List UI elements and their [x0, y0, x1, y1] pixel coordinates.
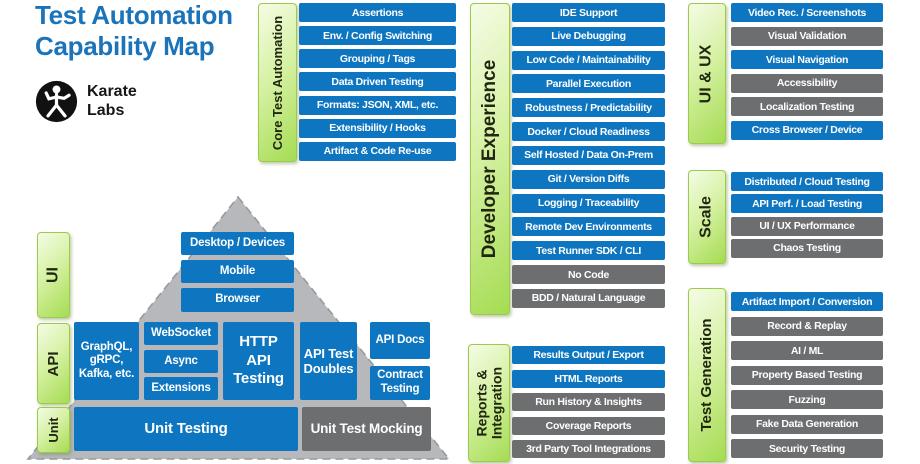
capability-bar: BDD / Natural Language — [512, 288, 665, 308]
capability-bar: No Code — [512, 265, 665, 285]
capability-bar: UI / UX Performance — [731, 216, 883, 236]
capability-bar: Self Hosted / Data On-Prem — [512, 145, 665, 165]
group-label-scale: Scale — [688, 170, 726, 264]
pyramid-label-api: API — [37, 323, 70, 404]
capability-bar: Artifact & Code Re-use — [299, 141, 456, 161]
pyramid-box-websocket: WebSocket — [144, 322, 218, 345]
logo-wordmark: Karate Labs — [87, 83, 137, 120]
capability-bar: API Perf. / Load Testing — [731, 194, 883, 214]
pyramid-box-api-docs: API Docs — [370, 322, 430, 359]
capability-bar: Logging / Traceability — [512, 193, 665, 213]
capability-bar: Remote Dev Environments — [512, 217, 665, 237]
page-title-line1: Test Automation — [35, 0, 233, 30]
capability-bar: Artifact Import / Conversion — [731, 292, 883, 311]
pyramid-box-browser: Browser — [181, 288, 294, 312]
capability-bar: Fake Data Generation — [731, 414, 883, 434]
karate-figure-icon — [35, 80, 78, 123]
capability-bar: AI / ML — [731, 341, 883, 360]
capability-bar: Accessibility — [731, 73, 883, 93]
capability-bar: Low Code / Maintainability — [512, 50, 665, 70]
capability-bar: Coverage Reports — [512, 416, 665, 435]
logo-word-labs: Labs — [87, 101, 125, 119]
logo-word-karate: Karate — [87, 83, 137, 101]
group-scale: Distributed / Cloud Testing API Perf. / … — [731, 172, 883, 258]
capability-bar: Live Debugging — [512, 26, 665, 46]
capability-bar: Localization Testing — [731, 97, 883, 117]
capability-bar: Formats: JSON, XML, etc. — [299, 95, 456, 115]
group-label-test-generation: Test Generation — [688, 288, 726, 462]
capability-bar: Test Runner SDK / CLI — [512, 241, 665, 261]
capability-bar: Data Driven Testing — [299, 72, 456, 92]
pyramid-label-ui: UI — [37, 232, 70, 318]
capability-bar: IDE Support — [512, 3, 665, 22]
pyramid-box-api-test-doubles: API Test Doubles — [300, 322, 357, 400]
capability-bar: Security Testing — [731, 439, 883, 458]
capability-bar: Visual Validation — [731, 26, 883, 46]
capability-bar: Git / Version Diffs — [512, 169, 665, 189]
capability-bar: Results Output / Export — [512, 346, 665, 364]
capability-bar: Cross Browser / Device — [731, 120, 883, 140]
pyramid-box-unit-testing: Unit Testing — [74, 407, 298, 451]
capability-bar: Property Based Testing — [731, 365, 883, 385]
capability-bar: Extensibility / Hooks — [299, 118, 456, 138]
group-core-test-automation: Assertions Env. / Config Switching Group… — [299, 3, 456, 161]
group-ui-ux: Video Rec. / Screenshots Visual Validati… — [731, 3, 883, 140]
capability-bar: Distributed / Cloud Testing — [731, 172, 883, 191]
pyramid-box-http-api-testing: HTTP API Testing — [223, 322, 294, 400]
pyramid-box-unit-test-mocking: Unit Test Mocking — [302, 407, 431, 451]
group-label-ui-ux: UI & UX — [688, 3, 726, 144]
capability-bar: Robustness / Predictability — [512, 98, 665, 118]
capability-bar: Chaos Testing — [731, 238, 883, 258]
capability-bar: Video Rec. / Screenshots — [731, 3, 883, 22]
group-label-core-test-automation: Core Test Automation — [258, 3, 297, 162]
pyramid-box-contract-testing: Contract Testing — [370, 366, 430, 400]
capability-bar: Record & Replay — [731, 316, 883, 336]
pyramid-box-async: Async — [144, 350, 218, 373]
group-test-generation: Artifact Import / Conversion Record & Re… — [731, 292, 883, 458]
capability-bar: Env. / Config Switching — [299, 26, 456, 46]
pyramid-box-graphql-grpc-kafka: GraphQL, gRPC, Kafka, etc. — [74, 322, 139, 400]
pyramid-label-unit: Unit — [37, 407, 70, 453]
pyramid-box-mobile: Mobile — [181, 260, 294, 283]
capability-bar: Assertions — [299, 3, 456, 22]
pyramid-box-extensions: Extensions — [144, 377, 218, 400]
capability-bar: Visual Navigation — [731, 50, 883, 70]
group-label-developer-experience: Developer Experience — [470, 3, 510, 315]
group-reports-integration: Results Output / Export HTML Reports Run… — [512, 346, 665, 458]
capability-bar: Parallel Execution — [512, 74, 665, 94]
capability-bar: HTML Reports — [512, 369, 665, 388]
karate-labs-logo: Karate Labs — [35, 80, 137, 123]
capability-bar: Grouping / Tags — [299, 49, 456, 69]
page-title-line2: Capability Map — [35, 30, 215, 61]
capability-bar: 3rd Party Tool Integrations — [512, 440, 665, 458]
capability-bar: Fuzzing — [731, 390, 883, 409]
group-label-reports-integration: Reports & Integration — [468, 344, 510, 462]
pyramid-box-desktop-devices: Desktop / Devices — [181, 232, 294, 255]
capability-bar: Run History & Insights — [512, 393, 665, 411]
capability-bar: Docker / Cloud Readiness — [512, 122, 665, 142]
group-developer-experience: IDE Support Live Debugging Low Code / Ma… — [512, 3, 665, 308]
page-title: Test Automation Capability Map — [35, 0, 233, 61]
